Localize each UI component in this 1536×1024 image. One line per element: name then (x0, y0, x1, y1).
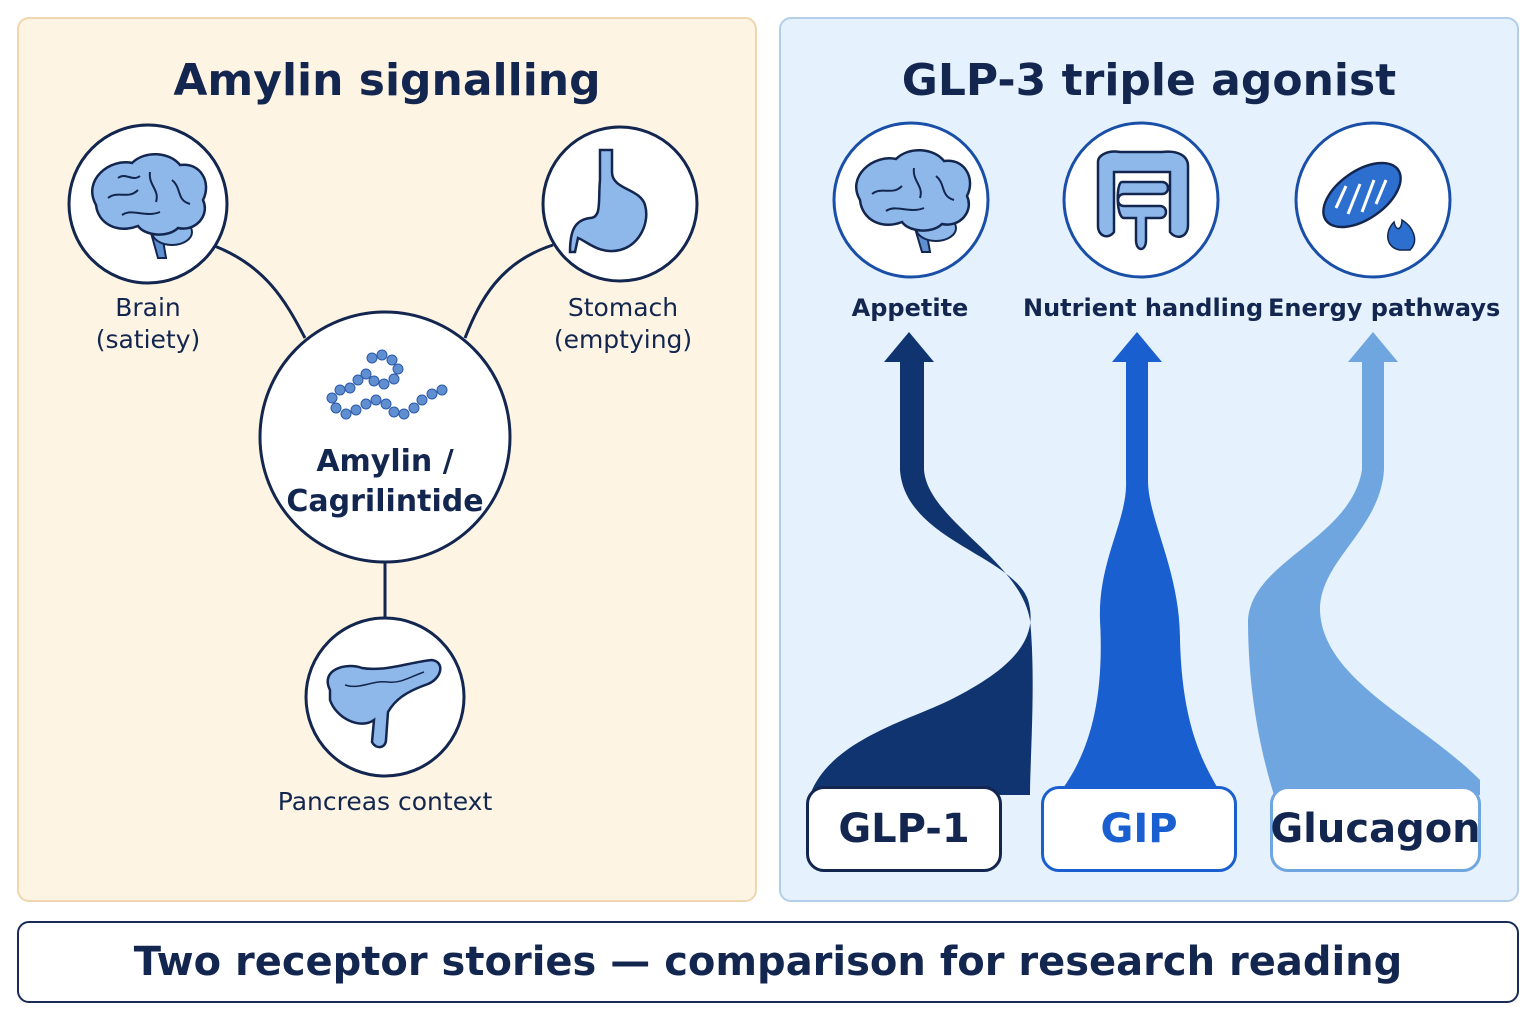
connector-brain (211, 243, 307, 339)
pancreas-node (304, 616, 466, 778)
glp3-panel-title: GLP-3 triple agonist (901, 55, 1397, 106)
brain-icon (91, 153, 208, 259)
stomach-label: Stomach (emptying) (528, 292, 718, 356)
amylin-center-label: Amylin / Cagrilintide (265, 442, 505, 522)
nutrient-node (1062, 121, 1220, 279)
stomach-node (541, 125, 699, 283)
stomach-icon (568, 148, 648, 254)
appetite-node (832, 121, 990, 279)
brain-label-line2: (satiety) (95, 325, 201, 354)
energy-node (1294, 121, 1452, 279)
connector-stomach (463, 243, 554, 339)
glp1-receptor-box: GLP-1 (806, 786, 1002, 872)
glucagon-stream (1248, 332, 1480, 795)
footer-caption: Two receptor stories — comparison for re… (17, 921, 1519, 1003)
amylin-center-node (258, 310, 512, 564)
intestine-icon (1096, 150, 1190, 251)
pancreas-icon (326, 658, 442, 749)
center-label-line1: Amylin / (316, 444, 454, 479)
glp1-stream (810, 332, 1033, 795)
peptide-chain-icon (326, 349, 448, 420)
glucagon-receptor-box: Glucagon (1270, 786, 1481, 872)
pancreas-label-line1: Pancreas context (277, 787, 493, 816)
nutrient-handling-label: Nutrient handling (1023, 294, 1264, 322)
stomach-label-line1: Stomach (567, 293, 679, 322)
brain-label: Brain (satiety) (68, 292, 228, 356)
energy-pathways-label: Energy pathways (1268, 294, 1501, 322)
stomach-label-line2: (emptying) (553, 325, 693, 354)
appetite-brain-icon (855, 149, 972, 253)
brain-node (67, 123, 229, 285)
mitochondria-flame-icon (1322, 161, 1416, 251)
amylin-panel-title: Amylin signalling (173, 55, 601, 106)
brain-label-line1: Brain (115, 293, 181, 322)
gip-stream (1058, 332, 1222, 795)
center-label-line2: Cagrilintide (286, 484, 484, 519)
appetite-label: Appetite (851, 294, 969, 322)
pancreas-label: Pancreas context (255, 786, 515, 818)
gip-receptor-box: GIP (1041, 786, 1237, 872)
